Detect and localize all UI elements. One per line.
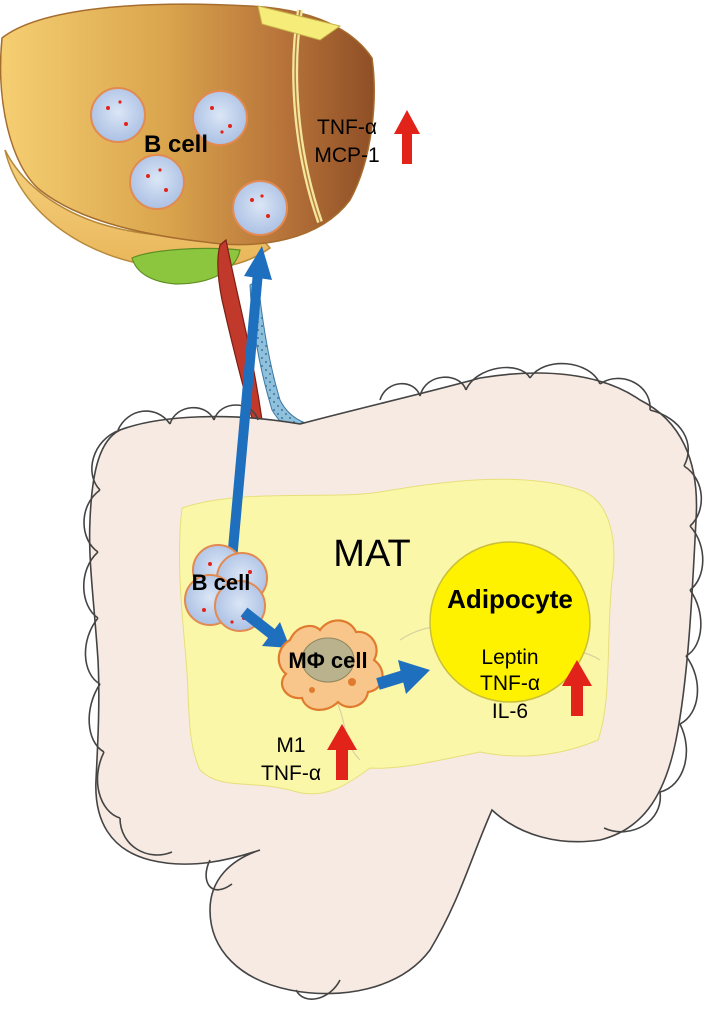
liver bbox=[0, 3, 375, 285]
mat-b-cell-label: B cell bbox=[192, 570, 251, 595]
macrophage-label: MΦ cell bbox=[288, 648, 367, 673]
adipocyte-up-arrow-icon bbox=[562, 660, 592, 716]
liver-cytokine-mcp1: MCP-1 bbox=[314, 144, 379, 167]
liver-up-arrow-icon bbox=[394, 110, 420, 164]
macrophage: MΦ cell bbox=[277, 619, 384, 711]
macrophage-marker-m1: M1 bbox=[276, 734, 305, 757]
b-cell bbox=[90, 87, 146, 143]
migration-arrow-icon bbox=[227, 246, 272, 561]
macrophage-marker-tnf: TNF-α bbox=[261, 762, 321, 785]
b-cell bbox=[232, 180, 288, 236]
adipocyte-factor-leptin: Leptin bbox=[481, 646, 538, 669]
adipocyte-factor-il6: IL-6 bbox=[492, 700, 528, 723]
macrophage-to-adipocyte-arrow-icon bbox=[376, 660, 430, 694]
b-cell bbox=[192, 90, 248, 146]
bcell-to-macrophage-arrow-icon bbox=[240, 607, 290, 648]
b-cell bbox=[129, 154, 185, 210]
macrophage-up-arrow-icon bbox=[327, 724, 357, 780]
liver-b-cell-label: B cell bbox=[144, 131, 208, 158]
adipocyte-title: Adipocyte bbox=[447, 584, 573, 614]
adipocyte-factor-tnf: TNF-α bbox=[480, 672, 540, 695]
liver-b-cells: B cell bbox=[90, 87, 288, 236]
mat-b-cells: B cell bbox=[184, 544, 268, 632]
liver-cytokine-tnf: TNF-α bbox=[317, 116, 377, 139]
adipocyte: Adipocyte Leptin TNF-α IL-6 bbox=[429, 541, 591, 723]
mat-title: MAT bbox=[333, 533, 410, 575]
